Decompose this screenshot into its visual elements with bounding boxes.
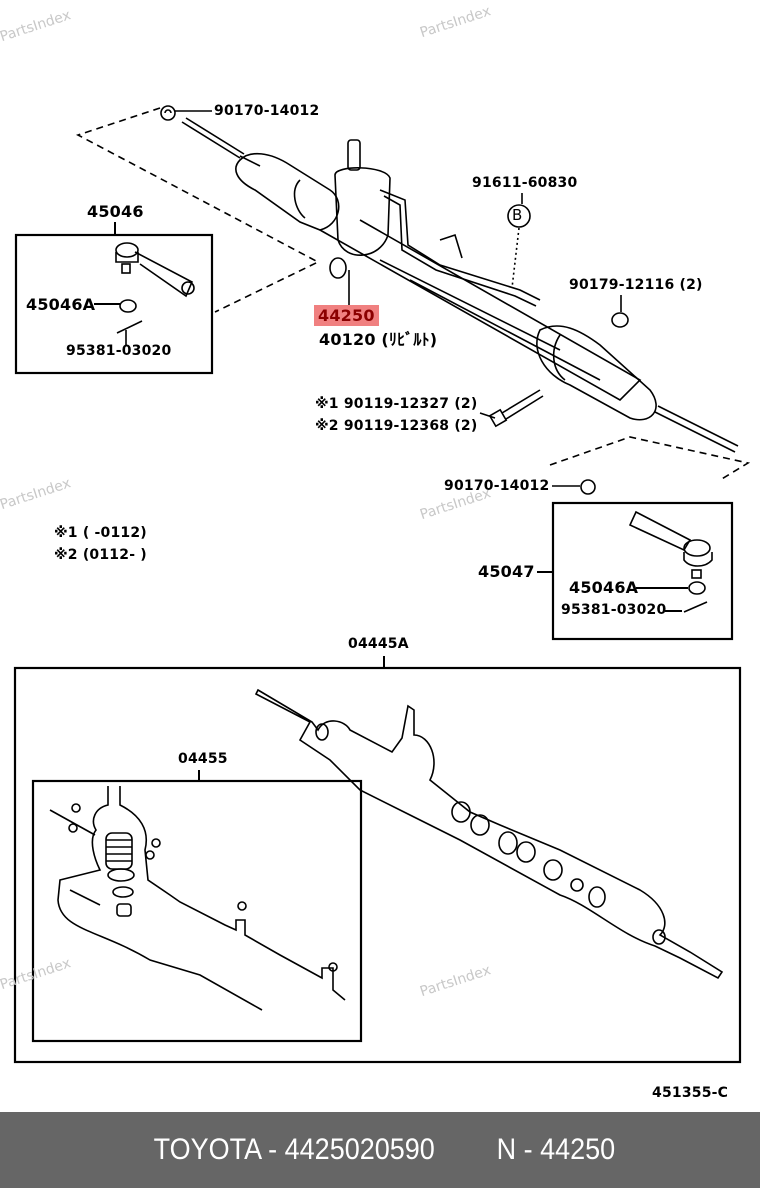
nut-icon xyxy=(160,105,212,121)
callout-castle-nut-rh[interactable]: 45046A xyxy=(569,578,639,597)
callout-tie-rod-end-lh[interactable]: 45046 xyxy=(87,202,144,221)
dashed-guide-lh xyxy=(75,107,320,313)
pressure-lines-icon xyxy=(379,189,541,307)
callout-clamp-nut[interactable]: 90179-12116 (2) xyxy=(569,277,703,293)
cotter-pin-rh-icon xyxy=(683,601,708,613)
callout-nut-top[interactable]: 90170-14012 xyxy=(214,103,320,119)
diagram-artwork xyxy=(13,105,751,1064)
gasket-kit-box xyxy=(13,666,742,1064)
callout-cotter-pin-lh[interactable]: 95381-03020 xyxy=(66,343,172,359)
callout-bolt-2[interactable]: ※2 90119-12368 (2) xyxy=(315,418,478,434)
diagram-code: 451355-C xyxy=(652,1085,729,1101)
callout-gear-assy-highlighted[interactable]: 44250 xyxy=(314,305,379,326)
parts-diagram: PartsIndex PartsIndex PartsIndex PartsIn… xyxy=(0,3,751,1101)
seal-kit-parts-icon xyxy=(49,786,346,1011)
cotter-pin-lh-icon xyxy=(116,320,143,334)
dashed-guide-rh xyxy=(549,436,751,481)
tie-rod-rh-icon xyxy=(654,405,739,453)
rack-exploded-icon xyxy=(254,688,724,980)
footer-part-number: TOYOTA - 4425020590 xyxy=(153,1133,435,1166)
castle-nut-lh-icon xyxy=(119,299,137,313)
callout-seal-kit[interactable]: 04455 xyxy=(178,751,228,767)
footer-reference: N - 44250 xyxy=(496,1133,616,1166)
tie-rod-end-rh-box xyxy=(551,501,734,641)
valve-housing-icon xyxy=(329,139,391,305)
callout-gasket-kit[interactable]: 04445A xyxy=(348,636,409,652)
callout-castle-nut-lh[interactable]: 45046A xyxy=(26,295,96,314)
tie-rod-lh-icon xyxy=(181,117,261,167)
nut-rh-icon xyxy=(552,479,596,495)
callout-bolt-1[interactable]: ※1 90119-12327 (2) xyxy=(315,396,478,412)
clamp-nut-icon xyxy=(611,295,629,328)
boot-lh-icon xyxy=(235,152,340,231)
marker-b-label: B xyxy=(512,206,523,224)
tie-rod-end-rh-icon xyxy=(628,510,713,579)
rack-housing-icon xyxy=(319,219,642,401)
mounting-bolt-icon xyxy=(479,389,544,428)
note-2: ※2 (0112- ) xyxy=(54,547,147,563)
callout-tie-rod-end-rh[interactable]: 45047 xyxy=(478,562,535,581)
callout-cotter-pin-rh[interactable]: 95381-03020 xyxy=(561,602,667,618)
callout-nut-bottom[interactable]: 90170-14012 xyxy=(444,478,550,494)
callout-union-bolt[interactable]: 91611-60830 xyxy=(472,175,578,191)
boot-rh-icon xyxy=(536,325,657,421)
marker-b-icon xyxy=(507,193,531,289)
seal-kit-box xyxy=(31,779,363,1043)
callout-rebuilt[interactable]: 40120 (ﾘﾋﾞﾙﾄ) xyxy=(319,330,438,349)
castle-nut-rh-icon xyxy=(688,581,706,595)
tie-rod-end-lh-icon xyxy=(115,242,195,298)
note-1: ※1 ( -0112) xyxy=(54,525,147,541)
footer-bar: TOYOTA - 4425020590 N - 44250 xyxy=(0,1112,760,1188)
